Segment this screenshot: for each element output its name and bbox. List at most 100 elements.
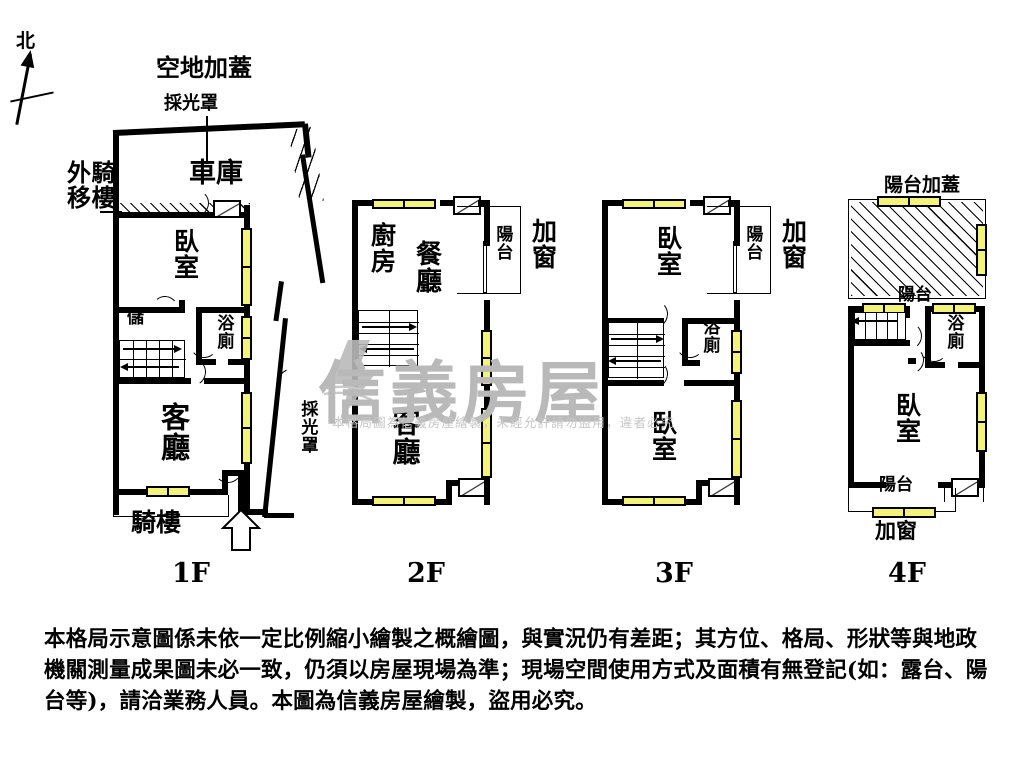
room-3f-bedroom-upper: 臥室 (653, 225, 683, 277)
room-4f-bedroom: 臥室 (892, 392, 922, 444)
north-label: 北 (16, 30, 36, 52)
wall-1f-living-top-l (119, 378, 181, 384)
balcony-4f-outline-b (944, 488, 984, 502)
staircase-3f (608, 322, 665, 379)
wall-1f-canopy-e (264, 513, 294, 518)
floor-tag-1f: 1F (172, 558, 210, 589)
room-3f-bathroom: 浴廁 (699, 318, 720, 354)
arcade-outline (113, 495, 229, 517)
door-garage-entry (213, 200, 241, 218)
added-window-label-3f: 加窗 (778, 218, 808, 270)
wall-1f-living-top-c (181, 378, 191, 384)
window-1f-front (146, 486, 190, 497)
wall-3f-low-r (684, 380, 740, 386)
wall-1f-storage-top (119, 307, 185, 313)
room-1f-bathroom: 浴廁 (213, 314, 234, 350)
wall-2f-bottom-head (446, 480, 460, 486)
wall-4f-bottom-m (938, 482, 952, 488)
wall-4f-stair-bottom (848, 340, 910, 346)
wall-4f-mid-nub (908, 358, 916, 364)
balcony-3f-enclosure (707, 206, 771, 294)
wall-2f-top-l (352, 200, 390, 206)
room-2f-living: 客廳 (388, 408, 422, 466)
room-4f-bathroom: 浴廁 (943, 314, 964, 350)
wall-2f-bottom-jamb (446, 480, 452, 505)
room-3f-bedroom-lower: 臥室 (648, 410, 678, 462)
balcony-2f-rail-a (484, 241, 487, 245)
brand-logo-watermark (318, 336, 402, 424)
window-1f-bathroom (241, 316, 252, 360)
arcade-label: 騎樓 (131, 508, 182, 537)
stair-arrow-down-1f (120, 363, 179, 370)
wall-2f-right-b (484, 300, 490, 505)
arcade-relocated-label: 騎樓 外移 (62, 160, 116, 210)
window-3f-bedroom-top (622, 199, 686, 209)
door-swing-storage (150, 294, 180, 324)
wall-4f-bath-left (925, 306, 931, 368)
wall-3f-bath-left (682, 318, 688, 366)
window-2f-living (372, 496, 436, 506)
room-2f-balcony: 陽台 (492, 225, 513, 261)
balcony-4f-rail (884, 483, 940, 487)
wall-1f-bath-top (196, 307, 250, 313)
window-3f-bedroom-bottom (622, 496, 686, 506)
room-3f-balcony: 陽台 (742, 225, 763, 261)
balcony-2f-rail (483, 241, 487, 293)
wall-1f-entry-head (222, 470, 244, 476)
wall-1f-entry-jamb-r (238, 470, 244, 515)
window-4f-bedroom-right (976, 392, 987, 452)
wall-1f-bath-bottom-r (228, 359, 250, 365)
wall-1f-canopy-c (273, 281, 284, 322)
window-2f-right-lower (481, 408, 492, 478)
wall-4f-bath-bottom-l (925, 362, 945, 368)
window-1f-bedroom (241, 228, 252, 306)
wall-3f-mid-r (682, 318, 740, 324)
covered-balcony-4f-hatch (851, 202, 983, 296)
room-4f-balcony-bottom: 陽台 (879, 475, 913, 495)
room-2f-dining: 餐廳 (411, 240, 442, 294)
floor-tag-4f: 4F (888, 558, 926, 589)
stair-arrow-up-2f (362, 323, 417, 330)
window-2f-kitchen (372, 199, 436, 209)
wall-1f-bath-left (196, 307, 202, 359)
wall-3f-bottom-head (696, 480, 710, 486)
balcony-3f-rail (733, 241, 737, 293)
wall-1f-bottom-mid (205, 489, 227, 495)
wall-1f-canopy-d (262, 318, 288, 518)
room-4f-balcony-top: 陽台 (898, 285, 932, 305)
staircase-2f (358, 310, 419, 367)
watermark-note: 本格局圖為信義房屋繪製，未經允許請勿盜用，違者必究 (332, 415, 675, 430)
stair-arrow-down-3f (608, 357, 661, 364)
door-4f-bottom (951, 478, 979, 497)
wall-4f-top-l (848, 306, 862, 312)
wall-3f-top-l (602, 200, 640, 206)
wall-2f-top-r (440, 200, 454, 206)
room-2f-kitchen: 廚房 (367, 222, 397, 274)
skylight-cover-label-top: 採光罩 (164, 93, 218, 114)
door-2f-bottom (458, 478, 486, 497)
added-window-label-2f: 加窗 (528, 218, 558, 270)
room-1f-living: 客廳 (156, 402, 191, 462)
floor-tag-2f: 2F (407, 558, 445, 589)
wall-4f-stair-jamb (904, 306, 910, 318)
window-4f-bath (932, 303, 976, 314)
wall-1f-left (113, 133, 119, 515)
hatch-band-1f (119, 203, 250, 212)
compass-arrowhead (20, 48, 38, 69)
window-3f-bath (731, 330, 742, 374)
wall-3f-right-a (734, 200, 740, 246)
wall-3f-mid-l (602, 318, 664, 324)
canopy-hatch-marks (288, 126, 324, 205)
open-area-cover-label: 空地加蓋 (156, 53, 252, 82)
wall-1f-bottom-right (238, 509, 268, 515)
wall-3f-top-r (690, 200, 704, 206)
door-3f-top (703, 196, 731, 215)
balcony-2f-enclosure (457, 206, 521, 294)
covered-balcony-label-4f: 陽台加蓋 (884, 174, 961, 196)
room-1f-bedroom: 臥室 (170, 228, 200, 280)
skylight-cover-label-right: 採光罩 (297, 400, 318, 454)
room-1f-garage: 車庫 (189, 158, 243, 189)
north-compass: 北 (8, 30, 58, 132)
compass-crossbar (10, 91, 54, 103)
